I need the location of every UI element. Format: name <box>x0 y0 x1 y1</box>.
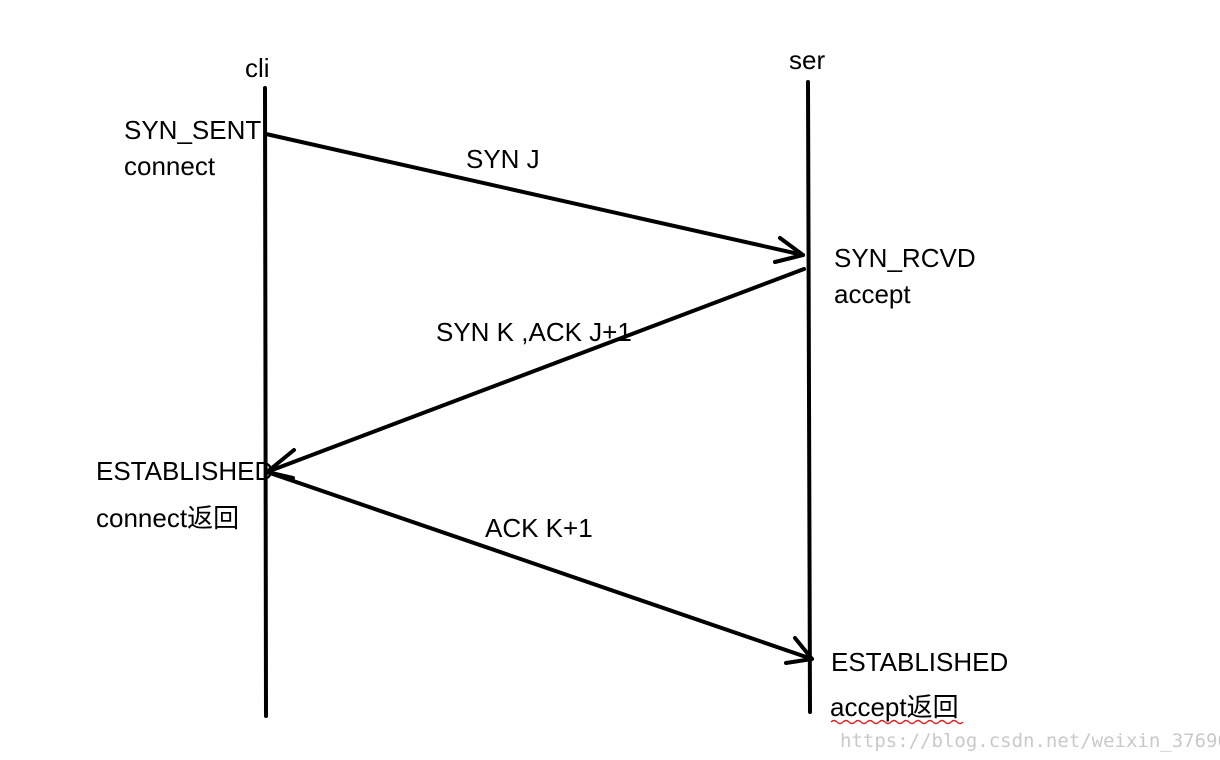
server-lifeline <box>806 80 812 714</box>
server-label: ser <box>789 45 825 75</box>
server-state-established: ESTABLISHED <box>831 647 1008 677</box>
client-state-syn-sent: SYN_SENT <box>124 115 261 145</box>
message-syn-ack-arrow <box>265 267 806 480</box>
message-ack-arrow <box>265 470 814 665</box>
client-state-established: ESTABLISHED <box>96 456 273 486</box>
message-syn-arrow <box>264 132 805 264</box>
server-note-accept: accept <box>834 279 911 309</box>
message-syn-label: SYN J <box>466 144 540 174</box>
client-label: cli <box>245 53 270 83</box>
server-state-syn-rcvd: SYN_RCVD <box>834 243 976 273</box>
client-note-connect: connect <box>124 151 216 181</box>
message-ack-label: ACK K+1 <box>485 513 593 543</box>
server-note-accept-return: accept返回 <box>830 692 959 722</box>
client-lifeline <box>263 86 268 718</box>
message-syn-ack-label: SYN K ,ACK J+1 <box>436 317 632 347</box>
client-note-connect-return: connect返回 <box>96 503 239 533</box>
watermark-url: https://blog.csdn.net/weixin_37696997 <box>840 730 1220 752</box>
spellcheck-underline <box>830 719 964 725</box>
